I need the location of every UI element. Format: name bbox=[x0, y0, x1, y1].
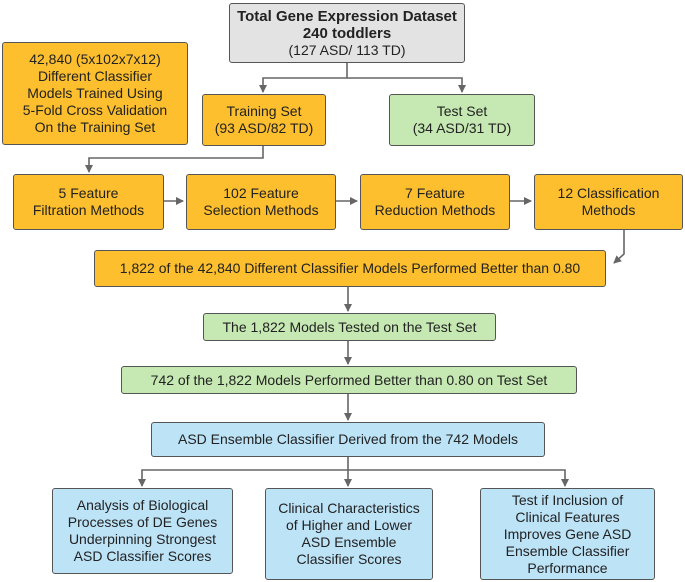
cv-line-4: 5-Fold Cross Validation bbox=[22, 102, 168, 118]
ensemble-text: ASD Ensemble Classifier Derived from the… bbox=[177, 431, 519, 447]
inclusion-line-2: Clinical Features bbox=[515, 508, 620, 525]
test-better-text: 742 of the 1,822 Models Performed Better… bbox=[150, 371, 548, 388]
cv-models-box: 42,840 (5x102x7x12) Different Classifier… bbox=[2, 42, 188, 145]
classification-box: 12 Classification Methods bbox=[534, 174, 683, 230]
inclusion-line-1: Test if Inclusion of bbox=[511, 491, 624, 508]
dataset-subtitle: 240 toddlers bbox=[302, 24, 392, 42]
selection-line-1: 102 Feature bbox=[223, 185, 299, 201]
clinical-line-1: Clinical Characteristics bbox=[278, 500, 420, 516]
arrow-training-to-filtration bbox=[85, 146, 264, 173]
training-set-detail: (93 ASD/82 TD) bbox=[214, 120, 314, 136]
classification-line-1: 12 Classification bbox=[557, 185, 660, 201]
selection-line-2: Selection Methods bbox=[203, 202, 319, 218]
test-set-detail: (34 ASD/31 TD) bbox=[412, 120, 512, 136]
tested-box: The 1,822 Models Tested on the Test Set bbox=[203, 313, 496, 341]
performed-better-text: 1,822 of the 42,840 Different Classifier… bbox=[119, 260, 581, 276]
tested-text: The 1,822 Models Tested on the Test Set bbox=[222, 318, 477, 335]
analysis-line-4: ASD Classifier Scores bbox=[73, 548, 212, 564]
test-set-box: Test Set (34 ASD/31 TD) bbox=[389, 94, 535, 146]
selection-box: 102 Feature Selection Methods bbox=[186, 174, 336, 230]
cv-line-3: Models Trained Using bbox=[27, 85, 163, 101]
dataset-title: Total Gene Expression Dataset bbox=[237, 7, 457, 25]
clinical-line-3: ASD Ensemble bbox=[301, 534, 397, 550]
training-set-title: Training Set bbox=[226, 103, 302, 119]
clinical-line-4: Classifier Scores bbox=[296, 551, 402, 567]
reduction-line-1: 7 Feature bbox=[405, 185, 465, 201]
inclusion-line-4: Ensemble Classifier bbox=[505, 542, 630, 559]
classification-line-2: Methods bbox=[581, 202, 636, 218]
inclusion-box: Test if Inclusion of Clinical Features I… bbox=[480, 488, 655, 580]
cv-line-1: 42,840 (5x102x7x12) bbox=[29, 51, 161, 67]
arrow-dataset-to-training bbox=[259, 62, 348, 93]
arrow-ensemble-to-inclusion bbox=[348, 469, 569, 487]
analysis-box: Analysis of Biological Processes of DE G… bbox=[52, 488, 233, 574]
arrow-classification-to-performed bbox=[613, 230, 625, 264]
performed-better-box: 1,822 of the 42,840 Different Classifier… bbox=[94, 250, 606, 287]
dataset-detail: (127 ASD/ 113 TD) bbox=[288, 41, 406, 58]
reduction-box: 7 Feature Reduction Methods bbox=[360, 174, 510, 230]
inclusion-line-5: Performance bbox=[527, 559, 608, 576]
cv-line-5: On the Training Set bbox=[34, 119, 156, 135]
cv-line-2: Different Classifier bbox=[37, 68, 153, 84]
filtration-box: 5 Feature Filtration Methods bbox=[13, 174, 164, 230]
filtration-line-1: 5 Feature bbox=[58, 185, 119, 201]
arrow-ensemble-to-analysis bbox=[138, 457, 349, 487]
arrow-dataset-to-test bbox=[347, 77, 466, 93]
clinical-line-2: of Higher and Lower bbox=[285, 517, 413, 533]
inclusion-line-3: Improves Gene ASD bbox=[503, 525, 632, 542]
analysis-line-3: Underpinning Strongest bbox=[68, 531, 217, 547]
training-set-box: Training Set (93 ASD/82 TD) bbox=[202, 94, 326, 146]
ensemble-box: ASD Ensemble Classifier Derived from the… bbox=[151, 422, 545, 457]
test-set-title: Test Set bbox=[436, 103, 488, 119]
filtration-line-2: Filtration Methods bbox=[32, 202, 145, 218]
dataset-box: Total Gene Expression Dataset 240 toddle… bbox=[229, 3, 465, 63]
analysis-line-1: Analysis of Biological bbox=[76, 497, 209, 513]
reduction-line-2: Reduction Methods bbox=[374, 202, 496, 218]
clinical-box: Clinical Characteristics of Higher and L… bbox=[265, 488, 433, 580]
test-better-box: 742 of the 1,822 Models Performed Better… bbox=[121, 366, 577, 394]
analysis-line-2: Processes of DE Genes bbox=[67, 514, 218, 530]
